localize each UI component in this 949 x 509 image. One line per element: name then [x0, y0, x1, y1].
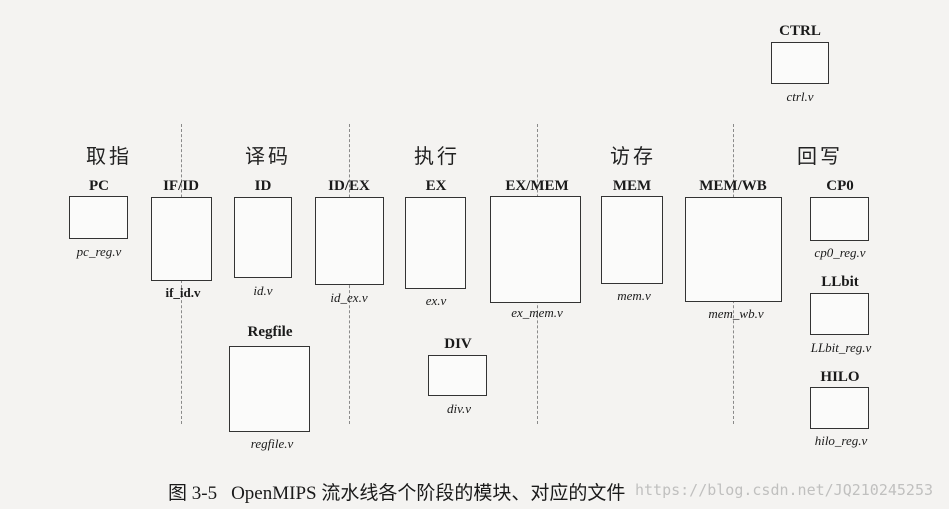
hilo-module-file: hilo_reg.v	[814, 433, 868, 448]
cp0-module-file: cp0_reg.v	[814, 245, 866, 260]
id-module-box	[234, 197, 292, 278]
pc-module-file: pc_reg.v	[76, 244, 122, 259]
mem-wb-module-box	[685, 197, 782, 302]
llbit-module-file: LLbit_reg.v	[810, 340, 872, 355]
mem-wb-module-title: MEM/WB	[699, 178, 767, 194]
figure-caption: 图 3-5 OpenMIPS 流水线各个阶段的模块、对应的文件	[168, 478, 625, 505]
regfile-module-title: Regfile	[247, 324, 293, 340]
mem-module-title: MEM	[612, 178, 652, 194]
llbit-module-title: LLbit	[821, 274, 859, 290]
id-ex-module-box	[315, 197, 384, 285]
ctrl-module-title: CTRL	[779, 23, 821, 39]
stage-fetch-label: 取指	[86, 146, 132, 168]
ex-mem-module-box	[490, 196, 581, 303]
pc-module-box	[69, 196, 128, 239]
div-module-title: DIV	[444, 336, 472, 352]
pc-module-title: PC	[89, 178, 109, 194]
regfile-module-file: regfile.v	[250, 436, 294, 451]
cp0-module-box	[810, 197, 869, 241]
ex-module-title: EX	[425, 178, 447, 194]
hilo-module-title: HILO	[820, 369, 860, 385]
mem-module-file: mem.v	[617, 288, 651, 303]
ctrl-module-file: ctrl.v	[786, 89, 814, 104]
figure-caption-text: OpenMIPS 流水线各个阶段的模块、对应的文件	[231, 483, 626, 504]
mem-module-box	[601, 196, 663, 284]
ex-module-box	[405, 197, 466, 289]
ex-mem-module-file: ex_mem.v	[511, 305, 563, 320]
id-ex-module-title: ID/EX	[328, 178, 370, 194]
ctrl-module-box	[771, 42, 829, 84]
mem-wb-module-file: mem_wb.v	[708, 306, 764, 321]
ex-mem-module-title: EX/MEM	[505, 178, 569, 194]
id-module-file: id.v	[253, 283, 273, 298]
if-id-module-title: IF/ID	[163, 178, 199, 194]
div-module-file: div.v	[447, 401, 471, 416]
figure-number: 图 3-5	[168, 483, 218, 504]
if-id-module-file: if_id.v	[165, 285, 201, 300]
llbit-module-box	[810, 293, 869, 335]
div-module-box	[428, 355, 487, 396]
hilo-module-box	[810, 387, 869, 429]
watermark-url: https://blog.csdn.net/JQ210245253	[635, 481, 934, 499]
id-ex-module-file: id_ex.v	[330, 290, 368, 305]
cp0-module-title: CP0	[826, 178, 854, 194]
stage-decode-label: 译码	[245, 146, 291, 168]
ex-module-file: ex.v	[425, 293, 447, 308]
id-module-title: ID	[254, 178, 272, 194]
regfile-module-box	[229, 346, 310, 432]
if-id-module-box	[151, 197, 212, 281]
stage-memory-label: 访存	[610, 146, 656, 168]
stage-execute-label: 执行	[414, 146, 460, 168]
stage-writeback-label: 回写	[797, 146, 843, 168]
